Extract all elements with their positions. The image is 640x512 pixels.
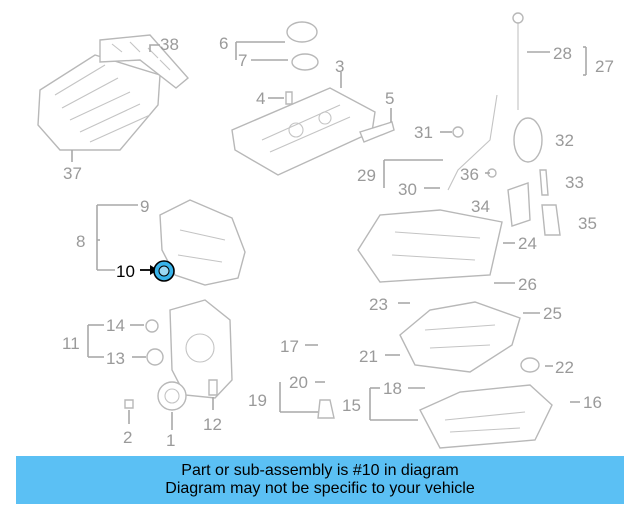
callout-37: 37 (63, 164, 82, 183)
callout-17: 17 (280, 337, 299, 356)
callout-27: 27 (595, 57, 614, 76)
callout-28: 28 (553, 44, 572, 63)
callout-32: 32 (555, 131, 574, 150)
callout-18: 18 (383, 379, 402, 398)
valve-cover-illustration (231, 21, 395, 176)
dipstick-and-filter-illustration (447, 12, 561, 236)
callout-16: 16 (583, 393, 602, 412)
callout-25: 25 (543, 304, 562, 323)
callout-10-highlighted: 10 (116, 262, 135, 281)
callout-21: 21 (359, 347, 378, 366)
front-crankshaft-seal-highlighted (153, 260, 175, 282)
callout-30: 30 (398, 180, 417, 199)
callout-11: 11 (62, 334, 80, 353)
callout-2: 2 (123, 428, 132, 447)
callout-31: 31 (414, 123, 433, 142)
callout-26: 26 (518, 275, 537, 294)
callout-34: 34 (471, 197, 490, 216)
timing-cover-illustration (159, 199, 246, 399)
callout-24: 24 (518, 234, 537, 253)
callout-numbers: 1 2 3 4 5 6 7 8 9 10 11 12 13 14 15 16 1… (62, 34, 614, 450)
callout-12: 12 (203, 415, 222, 434)
callout-7: 7 (238, 51, 247, 70)
callout-23: 23 (369, 295, 388, 314)
callout-4: 4 (256, 89, 265, 108)
callout-5: 5 (385, 89, 394, 108)
callout-1: 1 (166, 431, 175, 450)
callout-29: 29 (357, 166, 376, 185)
lower-timing-parts-illustration (124, 319, 218, 411)
callout-35: 35 (578, 214, 597, 233)
callout-38: 38 (160, 35, 179, 54)
exploded-parts-diagram: 1 2 3 4 5 6 7 8 9 10 11 12 13 14 15 16 1… (37, 12, 614, 450)
callout-9: 9 (140, 197, 149, 216)
callout-36: 36 (460, 165, 479, 184)
callout-19: 19 (248, 391, 267, 410)
callout-6: 6 (219, 34, 228, 53)
callout-20: 20 (289, 373, 308, 392)
banner-line-disclaimer: Diagram may not be specific to your vehi… (165, 480, 475, 497)
intake-manifold-illustration (37, 34, 190, 151)
oil-pan-illustration (317, 209, 553, 449)
callout-8: 8 (76, 232, 85, 251)
callout-3: 3 (335, 57, 344, 76)
part-info-banner: Part or sub-assembly is #10 in diagram D… (16, 456, 624, 504)
callout-22: 22 (555, 358, 574, 377)
callout-13: 13 (106, 349, 125, 368)
callout-15: 15 (342, 396, 361, 415)
callout-33: 33 (565, 173, 584, 192)
callout-14: 14 (106, 316, 125, 335)
banner-line-part-number: Part or sub-assembly is #10 in diagram (181, 462, 459, 479)
